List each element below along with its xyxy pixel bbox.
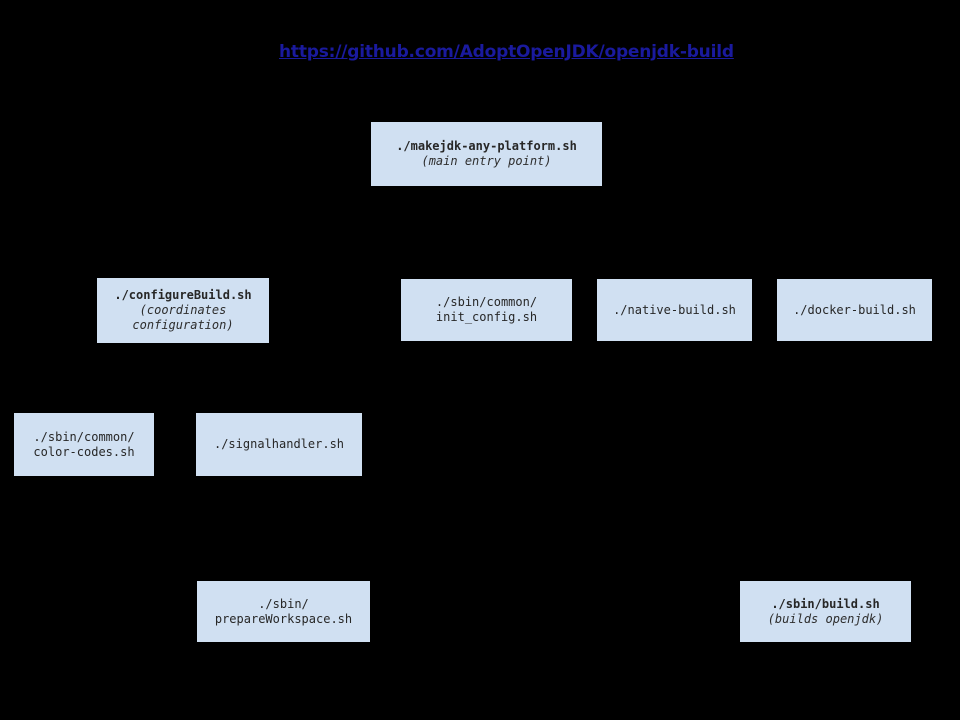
node-title: ./configureBuild.sh xyxy=(114,288,252,302)
node-signalhandler[interactable]: ./signalhandler.sh xyxy=(196,413,362,476)
node-title: ./docker-build.sh xyxy=(793,302,916,317)
node-sbin-build[interactable]: ./sbin/build.sh (builds openjdk) xyxy=(740,581,911,642)
node-makejdk-any-platform[interactable]: ./makejdk-any-platform.sh (main entry po… xyxy=(371,122,602,186)
node-subtitle: (builds openjdk) xyxy=(767,611,884,626)
repo-url-link[interactable]: https://github.com/AdoptOpenJDK/openjdk-… xyxy=(279,42,734,62)
node-native-build[interactable]: ./native-build.sh xyxy=(597,279,752,341)
node-title: ./native-build.sh xyxy=(613,302,736,317)
node-title: ./sbin/common/ color-codes.sh xyxy=(33,429,135,459)
node-title: ./sbin/build.sh xyxy=(771,596,880,611)
node-title: ./makejdk-any-platform.sh xyxy=(396,139,577,153)
node-docker-build[interactable]: ./docker-build.sh xyxy=(777,279,932,341)
node-subtitle: (coordinates configuration) xyxy=(132,303,234,332)
node-configure-build[interactable]: ./configureBuild.sh (coordinates configu… xyxy=(97,278,269,343)
node-title: ./sbin/ prepareWorkspace.sh xyxy=(214,596,353,626)
node-color-codes[interactable]: ./sbin/common/ color-codes.sh xyxy=(14,413,154,476)
node-title: ./signalhandler.sh xyxy=(213,437,345,451)
node-init-config[interactable]: ./sbin/common/ init_config.sh xyxy=(401,279,572,341)
node-prepare-workspace[interactable]: ./sbin/ prepareWorkspace.sh xyxy=(197,581,370,642)
node-title: ./sbin/common/ init_config.sh xyxy=(435,295,538,324)
node-subtitle: (main entry point) xyxy=(421,154,552,168)
